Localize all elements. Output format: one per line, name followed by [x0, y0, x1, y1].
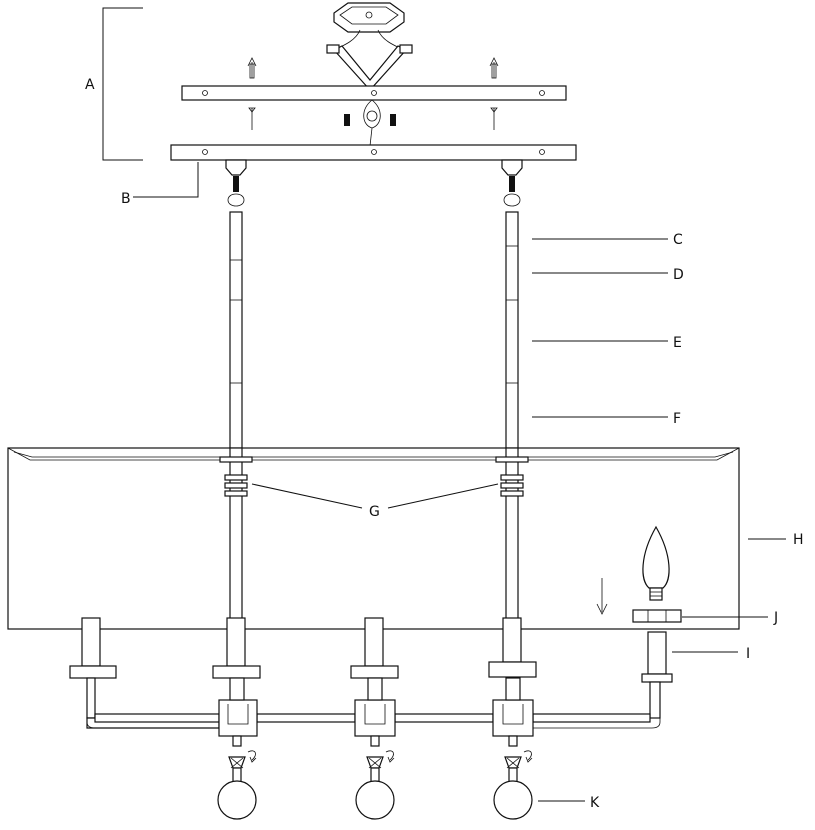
label-c: C — [673, 232, 683, 248]
screw-icon — [248, 107, 256, 130]
label-j: J — [773, 610, 778, 626]
up-arrow-icon — [247, 57, 257, 79]
label-f: F — [673, 411, 681, 427]
bobeche — [632, 609, 682, 623]
label-k: K — [590, 795, 600, 811]
candle-cup-1 — [69, 617, 117, 719]
candle-cup-4 — [488, 617, 537, 678]
up-arrow-icon — [489, 57, 499, 79]
shade — [7, 447, 740, 630]
leader-lines — [102, 7, 786, 802]
left-washer-nuts — [219, 456, 253, 497]
label-a: A — [85, 77, 95, 93]
hub-3 — [492, 677, 534, 763]
label-i: I — [746, 646, 750, 662]
bottom-mounting-plate — [170, 144, 577, 161]
left-hook — [225, 159, 247, 207]
candle-cup-3 — [350, 617, 399, 679]
nut-icon — [344, 114, 396, 126]
arm-frame — [86, 678, 661, 729]
top-mounting-plate — [181, 85, 567, 101]
candle-socket-I — [641, 631, 673, 719]
hub-1 — [218, 677, 258, 763]
globe-2 — [355, 756, 395, 820]
right-washer-nuts — [495, 456, 529, 497]
candle-bulb-icon — [642, 525, 670, 601]
label-d: D — [673, 267, 684, 283]
hub-2 — [354, 677, 396, 763]
right-hook — [501, 159, 523, 207]
down-arrow-icon — [596, 578, 608, 615]
globe-1 — [217, 756, 257, 820]
label-e: E — [673, 335, 682, 351]
label-h: H — [793, 532, 804, 548]
label-g: G — [369, 504, 380, 520]
globe-3 — [493, 756, 533, 820]
label-b: B — [121, 191, 131, 207]
screw-icon — [490, 107, 498, 130]
canopy — [326, 2, 413, 91]
wire-connector — [363, 99, 381, 147]
